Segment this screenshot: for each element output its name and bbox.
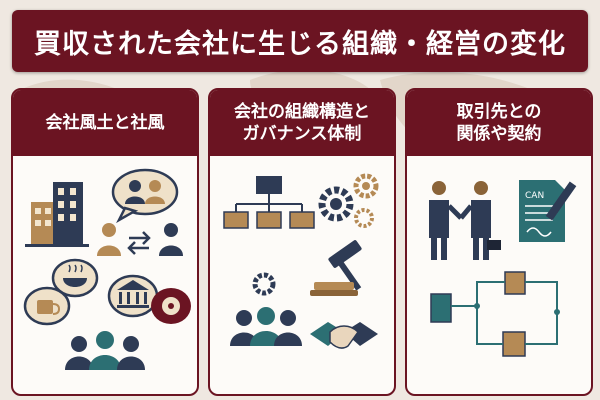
pen-icon: [545, 181, 577, 221]
card-corporate-culture: 会社風土と社風: [11, 88, 199, 396]
card-illustration: [23, 168, 191, 370]
document-label: CAN: [525, 191, 544, 201]
page-title: 買収された会社に生じる組織・経営の変化: [34, 28, 566, 60]
exchange-arrows-icon: [127, 231, 151, 255]
tea-bubble-icon: [51, 258, 99, 298]
temple-bubble-icon: [107, 274, 159, 318]
card-title: 会社風土と社風: [45, 113, 165, 133]
people-chat-bubble-icon: [111, 168, 179, 224]
card-header: 会社風土と社風: [13, 90, 197, 156]
title-banner: 買収された会社に生じる組織・経営の変化: [12, 10, 588, 72]
card-title-line-1: 会社の組織構造と: [234, 102, 370, 122]
coffee-bubble-icon: [23, 286, 71, 326]
card-title-line-2: 関係や契約: [456, 124, 542, 144]
card-illustration: [223, 173, 379, 349]
card-header: 会社の組織構造と ガバナンス体制: [210, 90, 394, 156]
card-organization-governance: 会社の組織構造と ガバナンス体制: [208, 88, 396, 396]
office-buildings-icon: [25, 182, 89, 247]
card-title-line-1: 取引先との: [456, 102, 542, 122]
gears-icon: [318, 173, 379, 228]
business-handshake-icon: [429, 181, 501, 260]
org-chart-icon: [223, 176, 315, 229]
handshake-icon: [310, 322, 378, 349]
team-icon: [230, 272, 302, 346]
card-illustration: CAN: [429, 180, 577, 357]
card-header: 取引先との 関係や契約: [407, 90, 591, 156]
card-partner-contracts: 取引先との 関係や契約 CAN: [405, 88, 593, 396]
gavel-icon: [310, 240, 362, 296]
supplier-network-icon: [430, 271, 560, 357]
flower-bubble-icon: [151, 288, 191, 324]
card-title-line-2: ガバナンス体制: [242, 124, 362, 144]
team-icon: [65, 331, 145, 370]
